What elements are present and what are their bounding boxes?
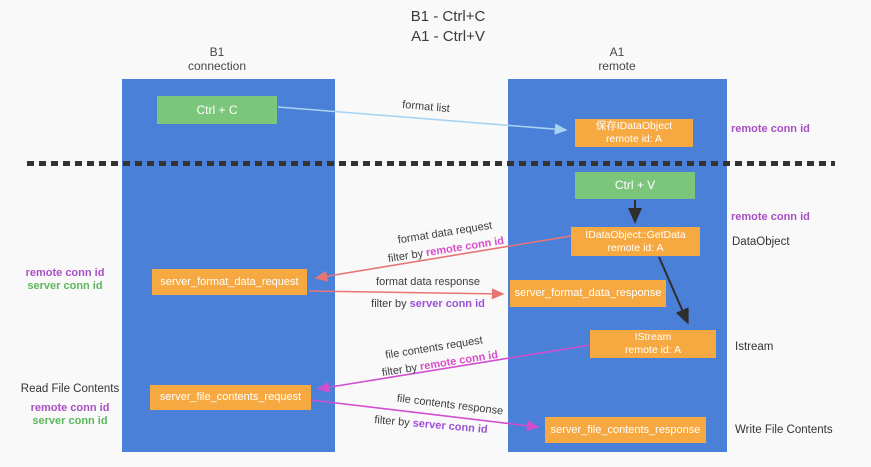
right-remote-conn-id-middle: remote conn id [731, 211, 810, 223]
write-file-contents-label: Write File Contents [735, 424, 833, 436]
save-idataobject-line1: 保存IDataObject [595, 120, 673, 132]
istream-side-label: Istream [735, 341, 774, 353]
node-ctrl-v: Ctrl + V [575, 172, 695, 199]
lane-b1-name: B1 [209, 45, 225, 59]
filter-by-text: filter by [371, 298, 410, 310]
format-list-label: format list [401, 98, 451, 116]
phase-separator-dashed-line [27, 161, 835, 166]
left-server-conn-id: server conn id [27, 280, 103, 292]
read-file-contents-note: Read File Contents remote conn id server… [15, 383, 125, 428]
lane-header-a1: A1 remote [537, 45, 697, 73]
diagram-title-line1: B1 - Ctrl+C [410, 8, 486, 25]
filter-by-text: filter by [381, 361, 422, 380]
istream-line1: IStream [634, 331, 672, 343]
diagram-title-line2: A1 - Ctrl+V [411, 28, 485, 45]
left-conn-id-note: remote conn id server conn id [10, 267, 120, 293]
server-conn-id-text: server conn id [409, 298, 485, 310]
server-format-data-response-label: server_format_data_response [514, 287, 662, 299]
server-file-contents-request-label: server_file_contents_request [159, 391, 302, 403]
filter-by-text: filter by [387, 247, 428, 266]
node-idataobject-getdata: IDataObject::GetData remote id: A [571, 227, 700, 256]
lane-a1-name: A1 [609, 45, 625, 59]
ctrl-c-label: Ctrl + C [196, 102, 238, 117]
filter-by-text: filter by [373, 414, 414, 430]
node-ctrl-c: Ctrl + C [157, 96, 277, 124]
diagram-title: B1 - Ctrl+C A1 - Ctrl+V [298, 7, 598, 47]
getdata-line2: remote id: A [607, 241, 664, 254]
format-data-response-arrow [308, 288, 505, 300]
lane-b1-subtitle: connection [187, 59, 247, 73]
ctrl-v-label: Ctrl + V [614, 178, 656, 192]
left-server-conn-id-bottom: server conn id [32, 415, 108, 427]
save-idataobject-line2: remote id: A [605, 133, 663, 145]
dataobject-label: DataObject [732, 236, 790, 248]
node-server-format-data-request: server_format_data_request [152, 269, 307, 295]
format-data-response-filter-label: filter by server conn id [371, 298, 485, 310]
file-contents-response-filter-label: filter by server conn id [374, 414, 488, 436]
node-server-file-contents-request: server_file_contents_request [150, 385, 311, 410]
node-server-file-contents-response: server_file_contents_response [545, 417, 706, 443]
read-file-contents-label: Read File Contents [20, 383, 120, 395]
node-save-idataobject: 保存IDataObject remote id: A [575, 119, 693, 147]
lane-a1-subtitle: remote [598, 59, 636, 73]
left-remote-conn-id: remote conn id [25, 267, 105, 279]
istream-line2: remote id: A [624, 344, 682, 356]
node-istream: IStream remote id: A [590, 330, 716, 358]
right-remote-conn-id-top: remote conn id [731, 123, 810, 135]
server-conn-id-text: server conn id [412, 417, 489, 436]
getdata-line1: IDataObject::GetData [585, 228, 686, 241]
server-file-contents-response-label: server_file_contents_response [550, 423, 701, 436]
node-server-format-data-response: server_format_data_response [510, 280, 666, 307]
lane-header-b1: B1 connection [137, 45, 297, 73]
left-remote-conn-id-bottom: remote conn id [30, 402, 110, 414]
file-contents-response-label: file contents response [396, 392, 504, 418]
format-data-response-label: format data response [376, 276, 480, 288]
server-format-data-request-label: server_format_data_request [160, 275, 299, 288]
